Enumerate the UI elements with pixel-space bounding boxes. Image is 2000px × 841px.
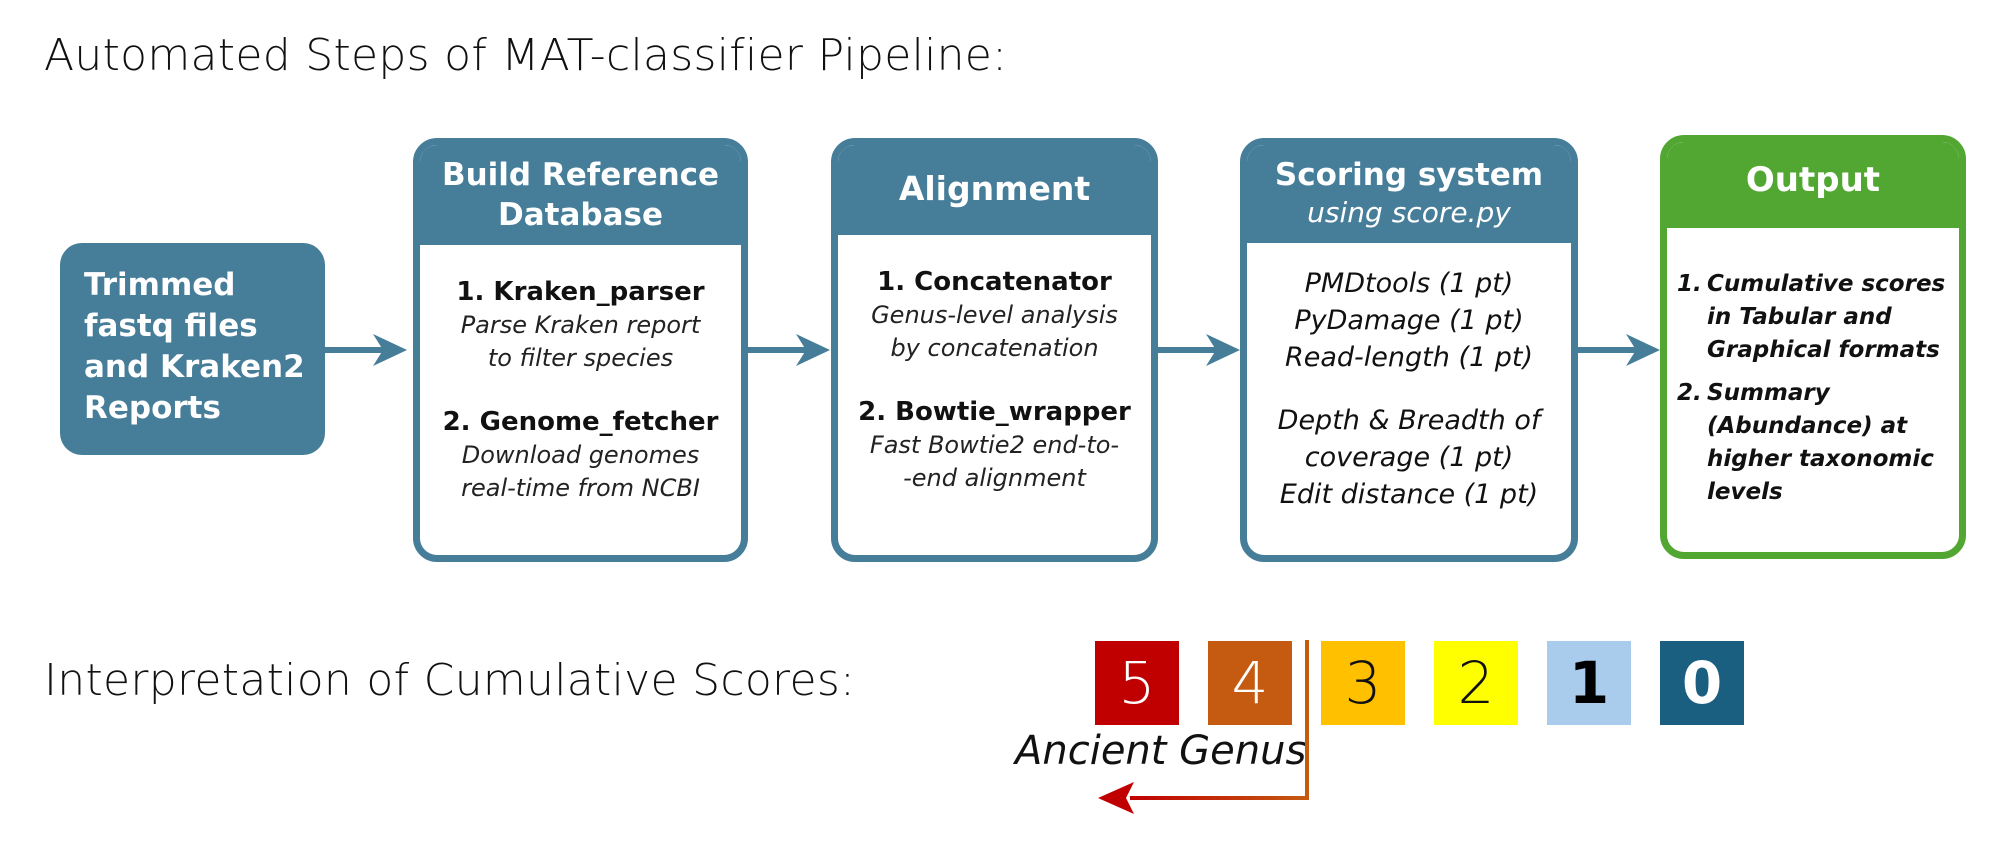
step-desc: by concatenation — [890, 334, 1099, 362]
score-metric: coverage (1 pt) — [1304, 442, 1514, 473]
stage-alignment: Alignment 1. Concatenator Genus-level an… — [831, 138, 1158, 562]
stage-output: Output 1. Cumulative scores in Tabular a… — [1660, 135, 1966, 559]
flow-arrow-icon — [325, 334, 407, 366]
step-kraken-parser: 1. Kraken_parser Parse Kraken report to … — [420, 275, 741, 375]
output-item-line: Cumulative scores — [1707, 271, 1946, 297]
score-metric: PyDamage (1 pt) — [1294, 305, 1524, 336]
stage-build-reference-database: Build Reference Database 1. Kraken_parse… — [413, 138, 748, 562]
output-item-line: higher taxonomic — [1707, 446, 1934, 472]
input-box: Trimmed fastq files and Kraken2 Reports — [60, 243, 325, 455]
score-box-2: 2 — [1434, 641, 1518, 725]
step-concatenator: 1. Concatenator Genus-level analysis by … — [838, 265, 1151, 365]
output-item-line: (Abundance) at — [1707, 413, 1908, 439]
stage-title: Scoring system — [1274, 157, 1544, 193]
step-desc: Download genomes — [461, 441, 700, 469]
flow-arrow-icon — [1578, 334, 1660, 366]
stage-header: Output — [1667, 142, 1959, 228]
output-item: 1. Cumulative scores in Tabular and Grap… — [1677, 268, 1951, 367]
score-box-3: 3 — [1321, 641, 1405, 725]
output-item: 2. Summary (Abundance) at higher taxonom… — [1677, 377, 1951, 509]
stage-title: Output — [1745, 160, 1881, 200]
input-line: Trimmed — [84, 267, 236, 303]
score-metric: PMDtools (1 pt) — [1304, 268, 1514, 299]
input-line: fastq files — [84, 308, 258, 344]
output-item-line: in Tabular and — [1707, 304, 1892, 330]
pipeline-title: Automated Steps of MAT-classifier Pipeli… — [44, 30, 1008, 81]
step-desc: to filter species — [487, 344, 674, 372]
step-desc: Parse Kraken report — [460, 311, 701, 339]
step-desc: Genus-level analysis — [871, 301, 1118, 329]
stage-scoring-system: Scoring system using score.py PMDtools (… — [1240, 138, 1578, 562]
step-bowtie-wrapper: 2. Bowtie_wrapper Fast Bowtie2 end-to- -… — [838, 395, 1151, 495]
stage-subtitle: using score.py — [1307, 196, 1511, 229]
input-line: and Kraken2 — [84, 349, 305, 385]
output-item-line: Summary — [1707, 380, 1830, 406]
flow-arrow-icon — [748, 334, 830, 366]
stage-title: Alignment — [898, 169, 1091, 208]
step-genome-fetcher: 2. Genome_fetcher Download genomes real-… — [420, 405, 741, 505]
input-line: Reports — [84, 390, 221, 426]
stage-title: Database — [498, 197, 663, 233]
score-box-5: 5 — [1095, 641, 1179, 725]
step-name: 2. Genome_fetcher — [442, 407, 719, 437]
step-desc: Fast Bowtie2 end-to- — [869, 431, 1120, 459]
ancient-threshold-arrow-icon — [1098, 640, 1309, 814]
step-name: 1. Concatenator — [877, 267, 1112, 297]
score-metric: Depth & Breadth of — [1277, 405, 1541, 436]
stage-title: Build Reference — [441, 157, 720, 193]
step-desc: -end alignment — [903, 464, 1086, 492]
score-box-1: 1 — [1547, 641, 1631, 725]
step-name: 2. Bowtie_wrapper — [858, 397, 1131, 427]
output-item-line: levels — [1707, 479, 1783, 505]
step-name: 1. Kraken_parser — [456, 277, 705, 307]
output-item-line: Graphical formats — [1707, 337, 1940, 363]
stage-header: Build Reference Database — [420, 145, 741, 245]
score-metric: Edit distance (1 pt) — [1279, 479, 1539, 510]
interpretation-title: Interpretation of Cumulative Scores: — [44, 655, 856, 706]
output-item-number: 1. — [1677, 271, 1702, 297]
score-box-4: 4 — [1208, 641, 1292, 725]
step-desc: real-time from NCBI — [461, 474, 700, 502]
stage-header: Alignment — [838, 145, 1151, 235]
flow-arrow-icon — [1158, 334, 1240, 366]
stage-header: Scoring system using score.py — [1247, 145, 1571, 243]
ancient-genus-label: Ancient Genus — [1015, 728, 1307, 774]
output-item-number: 2. — [1677, 380, 1702, 406]
score-metric: Read-length (1 pt) — [1285, 342, 1533, 373]
score-box-0: 0 — [1660, 641, 1744, 725]
